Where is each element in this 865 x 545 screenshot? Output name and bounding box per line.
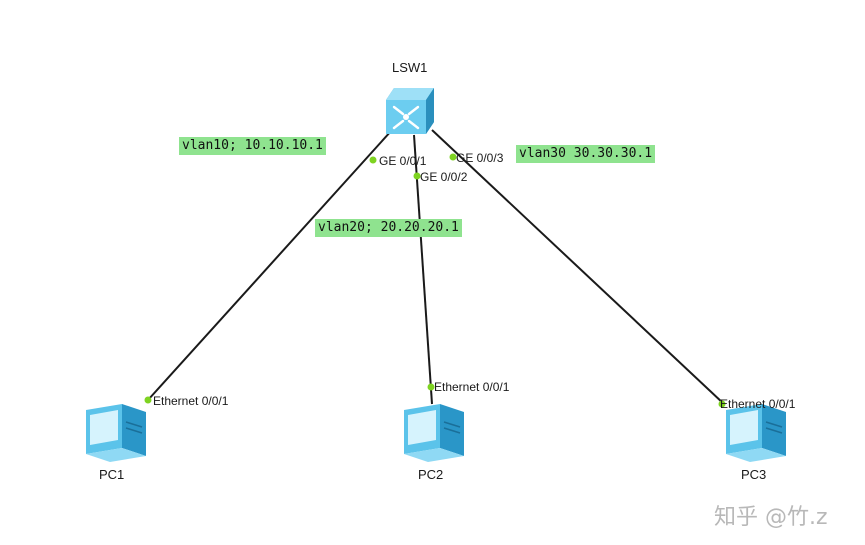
pc1-label: PC1 (99, 467, 125, 482)
pc2-port-label: Ethernet 0/0/1 (434, 380, 510, 394)
switch-port-label-2: GE 0/0/2 (420, 170, 468, 184)
pc3-icon[interactable] (726, 404, 786, 462)
port-dot-ge001[interactable] (369, 156, 377, 164)
switch-label: LSW1 (392, 60, 428, 75)
pc3-port-label: Ethernet 0/0/1 (720, 397, 796, 411)
port-dot-pc1[interactable] (144, 396, 152, 404)
pc3-label: PC3 (741, 467, 767, 482)
port-dot-ge003[interactable] (449, 153, 457, 161)
link-pc1[interactable] (147, 129, 393, 401)
pc1-port-label: Ethernet 0/0/1 (153, 394, 229, 408)
switch-icon[interactable] (386, 88, 434, 134)
pc2-label: PC2 (418, 467, 444, 482)
port-dot-ge002[interactable] (413, 172, 421, 180)
switch-port-label-1: GE 0/0/1 (379, 154, 427, 168)
note-vlan20: vlan20; 20.20.20.1 (315, 219, 462, 237)
note-vlan30: vlan30 30.30.30.1 (516, 145, 656, 163)
pc1-icon[interactable] (86, 404, 146, 462)
link-pc3[interactable] (431, 129, 725, 405)
note-vlan10: vlan10; 10.10.10.1 (179, 137, 326, 155)
port-dot-pc2[interactable] (427, 383, 435, 391)
switch-port-label-3: GE 0/0/3 (456, 151, 504, 165)
port-dot-pc3[interactable] (718, 400, 726, 408)
link-pc2[interactable] (413, 134, 433, 405)
watermark: 知乎 @竹.z (714, 505, 828, 530)
pc2-icon[interactable] (404, 404, 464, 462)
